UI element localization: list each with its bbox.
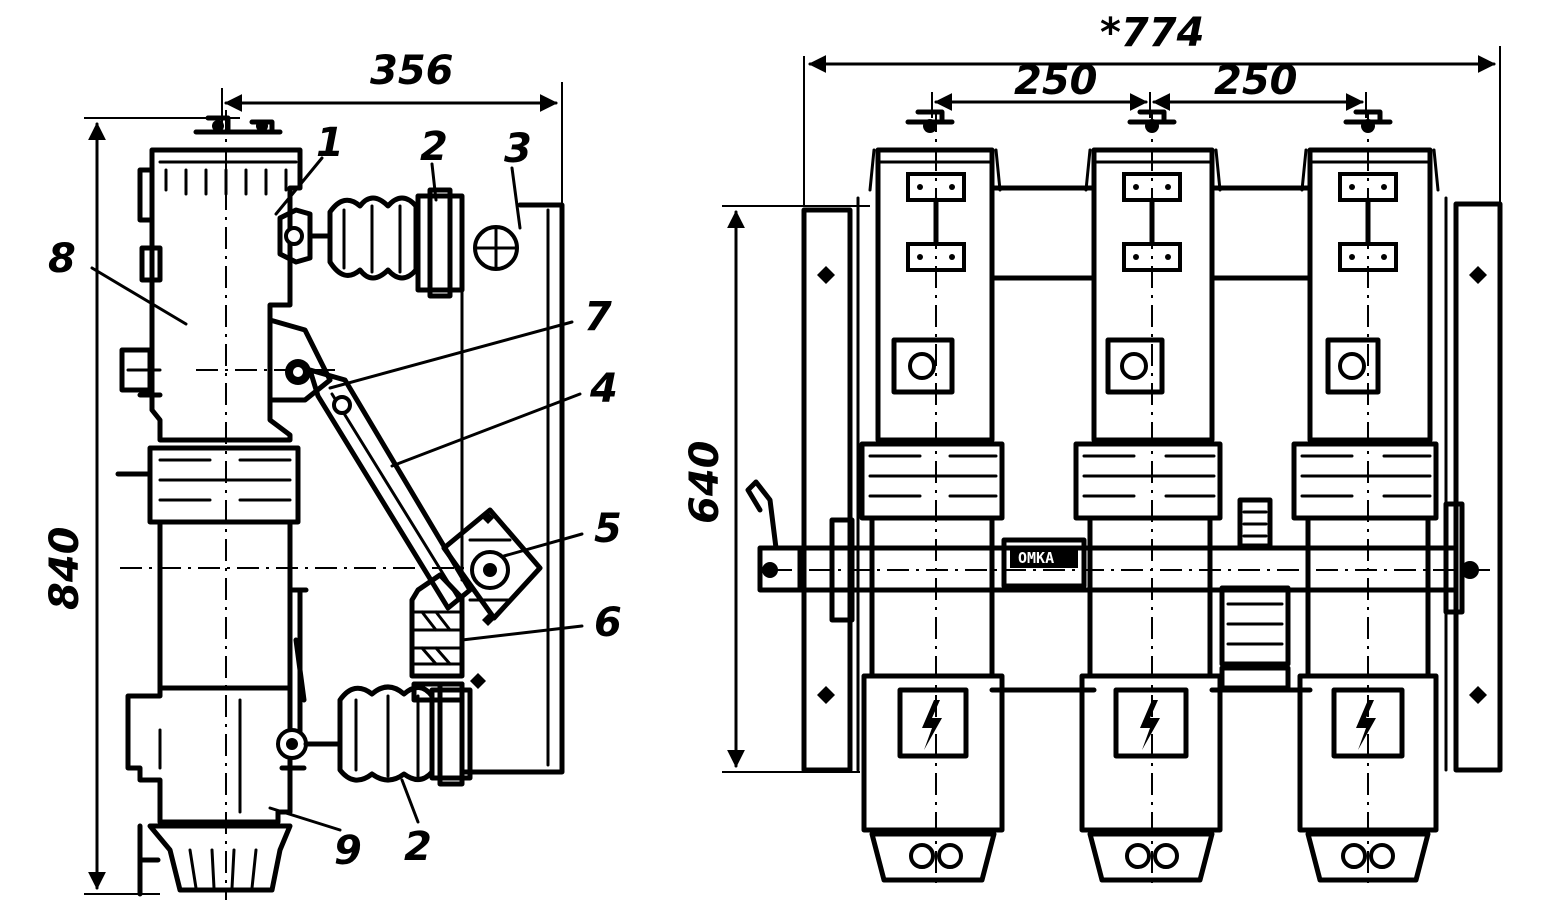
dim-250-right-text: 250	[1214, 58, 1298, 104]
label-1: 1	[316, 120, 344, 166]
nameplate-text: OMKA	[1018, 549, 1054, 567]
label-3: 3	[504, 126, 532, 172]
side-rod-assembly	[267, 317, 473, 611]
side-view: 356 840	[42, 48, 622, 900]
pole-left	[859, 109, 1005, 890]
dimension-774: *774	[803, 10, 1501, 205]
dim-840-text: 840	[42, 527, 88, 611]
side-post-insulator-top	[277, 187, 465, 299]
side-main-column	[115, 115, 303, 897]
pole-middle	[1073, 109, 1223, 890]
side-frame	[459, 202, 565, 775]
label-6: 6	[594, 600, 622, 646]
front-shaft: OMKA	[745, 479, 1490, 691]
dimension-840: 840	[42, 117, 240, 895]
label-8: 8	[48, 236, 76, 282]
pole-right	[1291, 109, 1440, 890]
side-shaft-bracket	[441, 507, 543, 626]
dim-250-left-text: 250	[1014, 58, 1098, 104]
label-2-bottom: 2	[404, 824, 432, 870]
dim-356-text: 356	[370, 48, 454, 94]
front-view: *774 250 250 640	[682, 10, 1503, 890]
label-5: 5	[594, 506, 622, 552]
side-post-insulator-bottom	[276, 587, 473, 787]
dimension-250-pitch: 250 250	[931, 58, 1367, 118]
label-7: 7	[584, 294, 612, 340]
dim-774-text: *774	[1100, 10, 1204, 56]
dimension-356: 356	[221, 48, 563, 205]
dim-640-text: 640	[682, 441, 728, 525]
label-4: 4	[589, 366, 618, 412]
label-2-top: 2	[420, 124, 448, 170]
dimension-640: 640	[682, 205, 870, 773]
label-9: 9	[334, 828, 362, 874]
side-leaders: 1 2 3 7 4 5 6 8 9 2	[48, 120, 622, 874]
